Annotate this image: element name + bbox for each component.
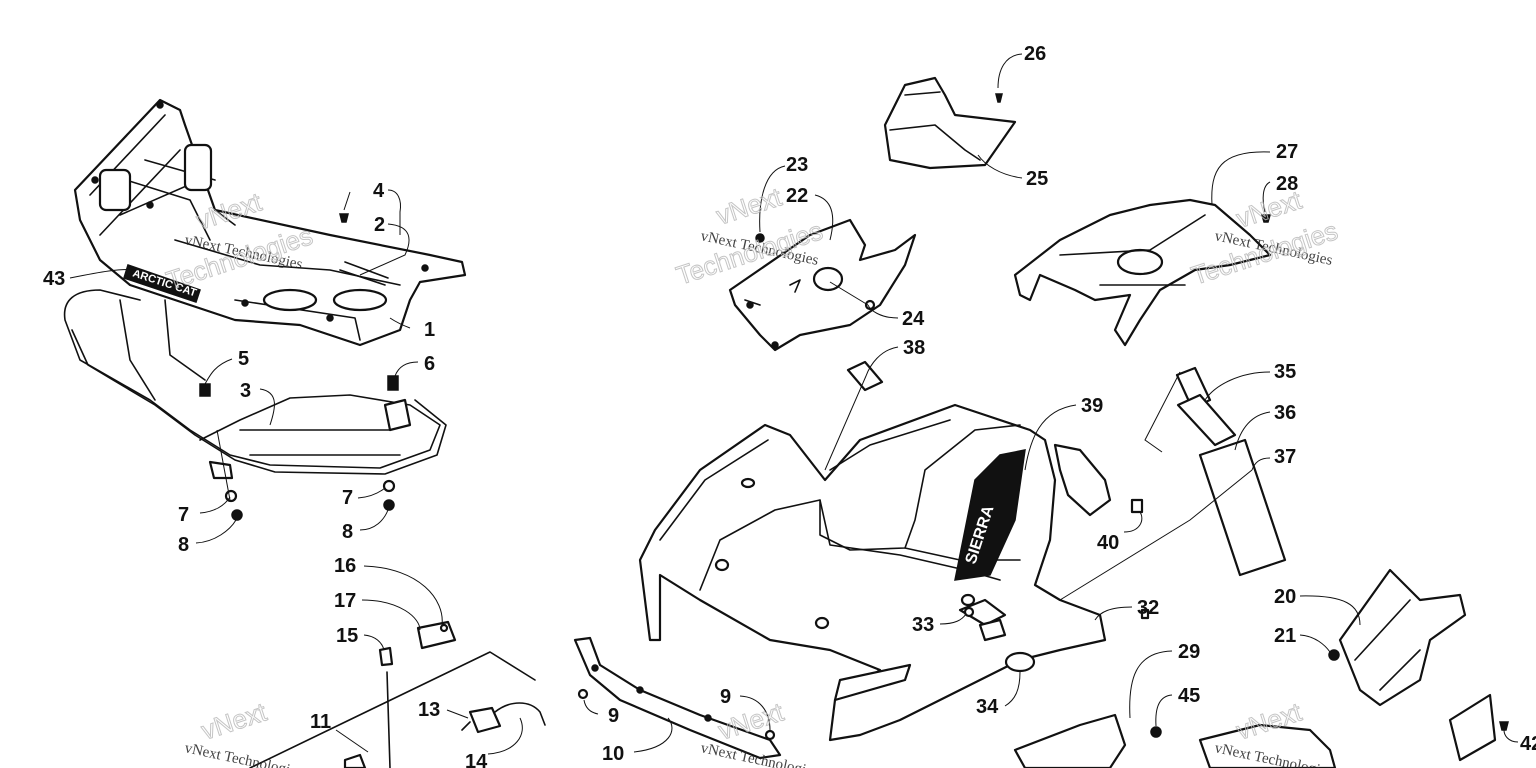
callout-8a: 8 — [178, 534, 189, 556]
right-side-panel — [1013, 198, 1272, 347]
callout-40: 40 — [1097, 532, 1119, 554]
callout-36: 36 — [1274, 402, 1296, 424]
callout-17: 17 — [334, 590, 356, 612]
callout-45: 45 — [1178, 685, 1200, 707]
callout-26: 26 — [1024, 43, 1046, 65]
callout-9b: 9 — [720, 686, 731, 708]
fender-bracket — [1053, 443, 1112, 517]
callout-43: 43 — [43, 268, 65, 290]
lower-fender-parts — [1013, 713, 1337, 768]
decal-37 — [1198, 438, 1287, 577]
watermark-outline-4a: vNext — [198, 696, 271, 745]
fender-mount — [958, 598, 1036, 673]
callout-37: 37 — [1274, 446, 1296, 468]
callout-35: 35 — [1274, 361, 1296, 383]
front-rack — [73, 98, 467, 347]
callout-28: 28 — [1276, 173, 1298, 195]
hardware-rack — [199, 213, 399, 521]
callout-2: 2 — [374, 214, 385, 236]
callout-10: 10 — [602, 743, 624, 765]
callout-13: 13 — [418, 699, 440, 721]
callout-4: 4 — [373, 180, 385, 202]
callout-15: 15 — [336, 625, 358, 647]
callout-7a: 7 — [178, 504, 189, 526]
callout-20: 20 — [1274, 586, 1296, 608]
callout-23: 23 — [786, 154, 808, 176]
callout-24: 24 — [902, 308, 925, 330]
bolt-32 — [1140, 608, 1150, 620]
watermark-text-4: vNext Technologies — [183, 740, 304, 768]
callout-1: 1 — [424, 319, 435, 341]
fender-bolt — [1130, 498, 1144, 514]
callout-9a: 9 — [608, 705, 619, 727]
callout-39: 39 — [1081, 395, 1103, 417]
callout-14: 14 — [465, 751, 488, 768]
splash-guard — [1328, 568, 1467, 707]
callout-6: 6 — [424, 353, 435, 375]
callout-42: 42 — [1520, 733, 1536, 755]
side-plate — [1448, 693, 1509, 762]
leader-lines — [69, 53, 1519, 755]
callout-8b: 8 — [342, 521, 353, 543]
callout-labels: 1 2 3 4 5 6 7 7 8 8 9 9 10 11 13 14 15 1… — [43, 43, 1536, 768]
callout-38: 38 — [903, 337, 925, 359]
rack-decal-plate — [339, 261, 389, 286]
headlight-hardware — [249, 620, 546, 768]
callout-33: 33 — [912, 614, 934, 636]
callout-29: 29 — [1178, 641, 1200, 663]
decal-36 — [1176, 393, 1237, 447]
sierra-decal: SIERRA — [954, 449, 1026, 581]
callout-32: 32 — [1137, 597, 1159, 619]
callout-25: 25 — [1026, 168, 1048, 190]
callout-16: 16 — [334, 555, 356, 577]
left-side-panel — [728, 218, 917, 352]
lower-bumper-bar — [573, 636, 782, 760]
callout-11: 11 — [310, 711, 331, 733]
callout-7b: 7 — [342, 487, 353, 509]
callout-22: 22 — [786, 185, 808, 207]
callout-3: 3 — [240, 380, 251, 402]
callout-27: 27 — [1276, 141, 1298, 163]
steering-cover — [883, 76, 1017, 170]
callout-34: 34 — [976, 696, 999, 718]
front-bumper — [63, 289, 447, 480]
watermark-outline-2a: vNext — [713, 181, 786, 230]
callout-21: 21 — [1274, 625, 1296, 647]
decal-38 — [846, 360, 884, 392]
front-fender — [638, 403, 1107, 742]
callout-5: 5 — [238, 348, 249, 370]
